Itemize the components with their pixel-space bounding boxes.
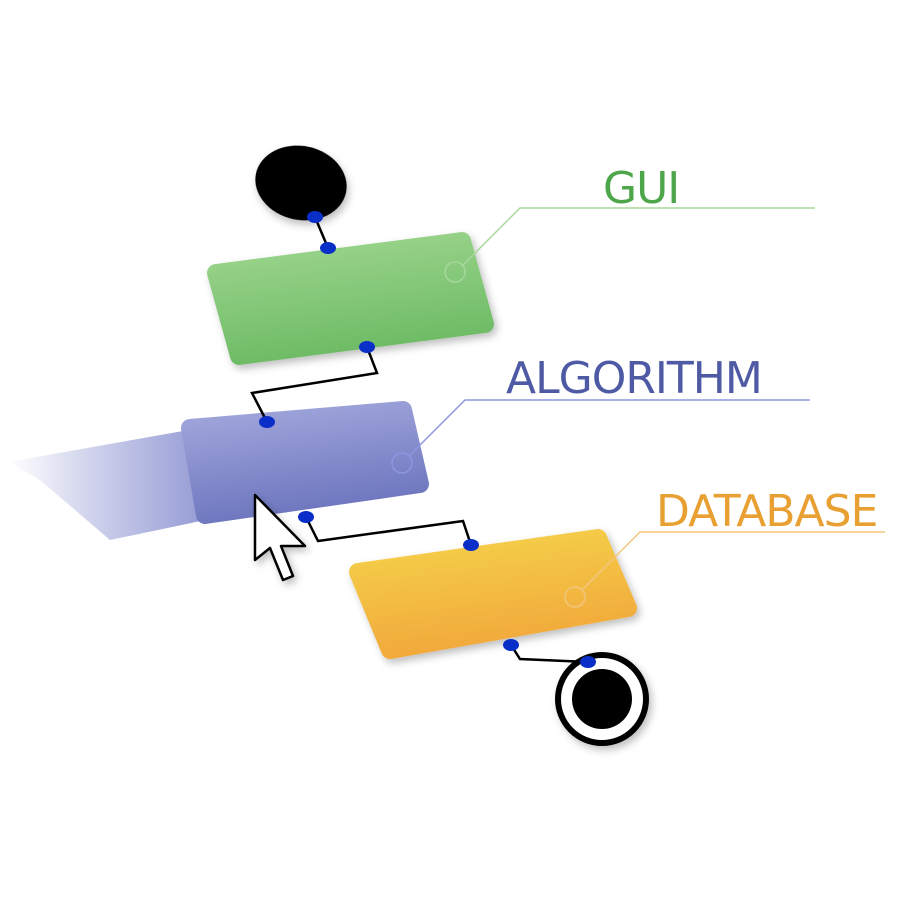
start-node-icon [255, 145, 347, 221]
end-node-icon [555, 652, 649, 746]
database-label: DATABASE [656, 486, 877, 537]
algorithm-motion-blur [8, 428, 215, 540]
gui-box[interactable] [207, 232, 494, 365]
gui-label: GUI [603, 163, 679, 214]
algorithm-box[interactable] [181, 401, 429, 524]
algorithm-label: ALGORITHM [506, 353, 762, 404]
database-callout [564, 531, 885, 608]
algorithm-callout [391, 399, 810, 474]
connector-dots [259, 211, 596, 668]
gui-callout [444, 207, 815, 283]
mouse-cursor-icon [253, 493, 307, 582]
database-box[interactable] [349, 529, 637, 659]
